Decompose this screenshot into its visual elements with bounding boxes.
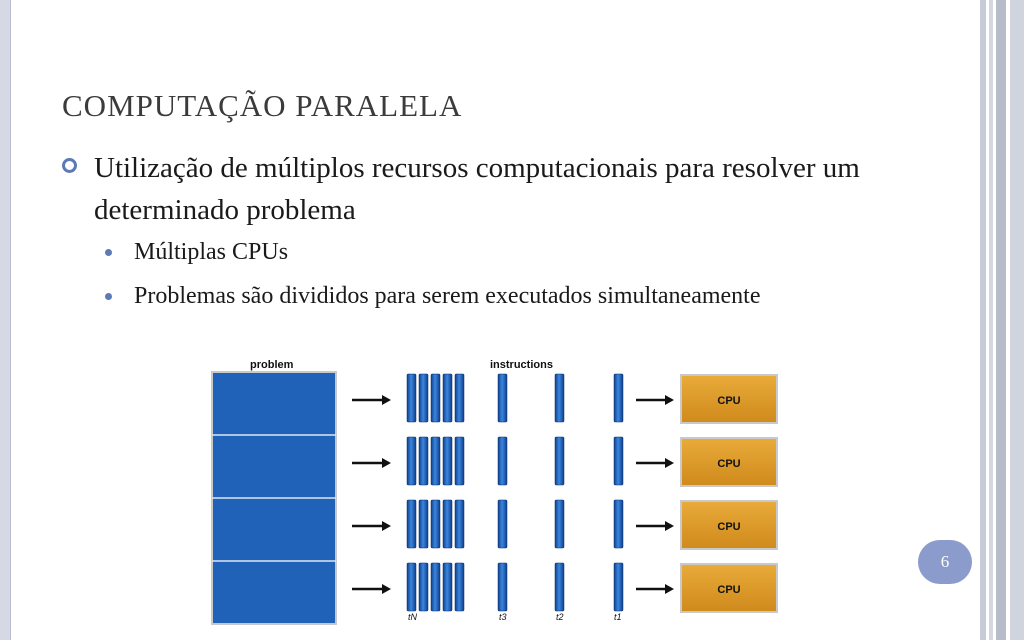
instruction-bar [430, 373, 441, 423]
instruction-bar [406, 373, 417, 423]
cpu-box [680, 374, 778, 424]
instruction-bar [406, 499, 417, 549]
page-number-badge: 6 [918, 540, 972, 584]
instruction-bar [418, 562, 429, 612]
instruction-bar [430, 436, 441, 486]
time-label: t2 [556, 612, 564, 622]
arrow-head-icon [665, 395, 674, 405]
arrow-head-icon [382, 395, 391, 405]
arrow-head-icon [665, 521, 674, 531]
sub-bullet-text: Problemas são divididos para serem execu… [134, 283, 761, 309]
sub-bullet-text: Múltiplas CPUs [134, 239, 289, 265]
instruction-bar [442, 562, 453, 612]
time-label: tN [408, 612, 418, 622]
dot-bullet-icon [105, 249, 112, 256]
instruction-bar [497, 499, 508, 549]
main-bullet: Utilização de múltiplos recursos computa… [62, 147, 952, 231]
arrow-head-icon [665, 584, 674, 594]
time-label: t1 [614, 612, 622, 622]
instruction-bar [613, 562, 624, 612]
instruction-bar [554, 499, 565, 549]
sub-bullet-1: Múltiplas CPUs [105, 236, 925, 268]
instruction-bar [430, 562, 441, 612]
arrow-head-icon [382, 458, 391, 468]
instruction-bar [454, 562, 465, 612]
cpu-box [680, 563, 778, 613]
instruction-bar [442, 373, 453, 423]
cpu-label: CPU [717, 458, 740, 470]
instruction-bar [430, 499, 441, 549]
instruction-bar [613, 436, 624, 486]
sub-bullet-2: Problemas são divididos para serem execu… [105, 280, 925, 312]
instruction-bar [406, 436, 417, 486]
right-frame-bars [980, 0, 1024, 640]
arrow-head-icon [665, 458, 674, 468]
arrow-head-icon [382, 521, 391, 531]
instruction-bar [497, 373, 508, 423]
instruction-bar [442, 499, 453, 549]
instruction-bar [613, 499, 624, 549]
instruction-bar [418, 499, 429, 549]
page-title: COMPUTAÇÃO PARALELA [62, 88, 463, 123]
instruction-bar [406, 562, 417, 612]
dot-bullet-icon [105, 293, 112, 300]
instruction-bar [613, 373, 624, 423]
instruction-bar [554, 373, 565, 423]
instructions-label: instructions [490, 359, 553, 371]
cpu-label: CPU [717, 521, 740, 533]
instruction-bar [497, 562, 508, 612]
instruction-bar [418, 373, 429, 423]
cpu-label: CPU [717, 584, 740, 596]
instruction-bar [442, 436, 453, 486]
cpu-box [680, 500, 778, 550]
left-frame-bar [0, 0, 11, 640]
instruction-bar [554, 562, 565, 612]
instruction-bar [454, 499, 465, 549]
instruction-bar [497, 436, 508, 486]
instruction-bar [454, 436, 465, 486]
time-label: t3 [499, 612, 507, 622]
cpu-box [680, 437, 778, 487]
problem-label: problem [250, 359, 294, 371]
instruction-bar [554, 436, 565, 486]
instruction-bar [418, 436, 429, 486]
main-bullet-text: Utilização de múltiplos recursos computa… [94, 152, 860, 226]
arrow-head-icon [382, 584, 391, 594]
cpu-label: CPU [717, 395, 740, 407]
instruction-bar [454, 373, 465, 423]
ring-bullet-icon [62, 158, 77, 173]
